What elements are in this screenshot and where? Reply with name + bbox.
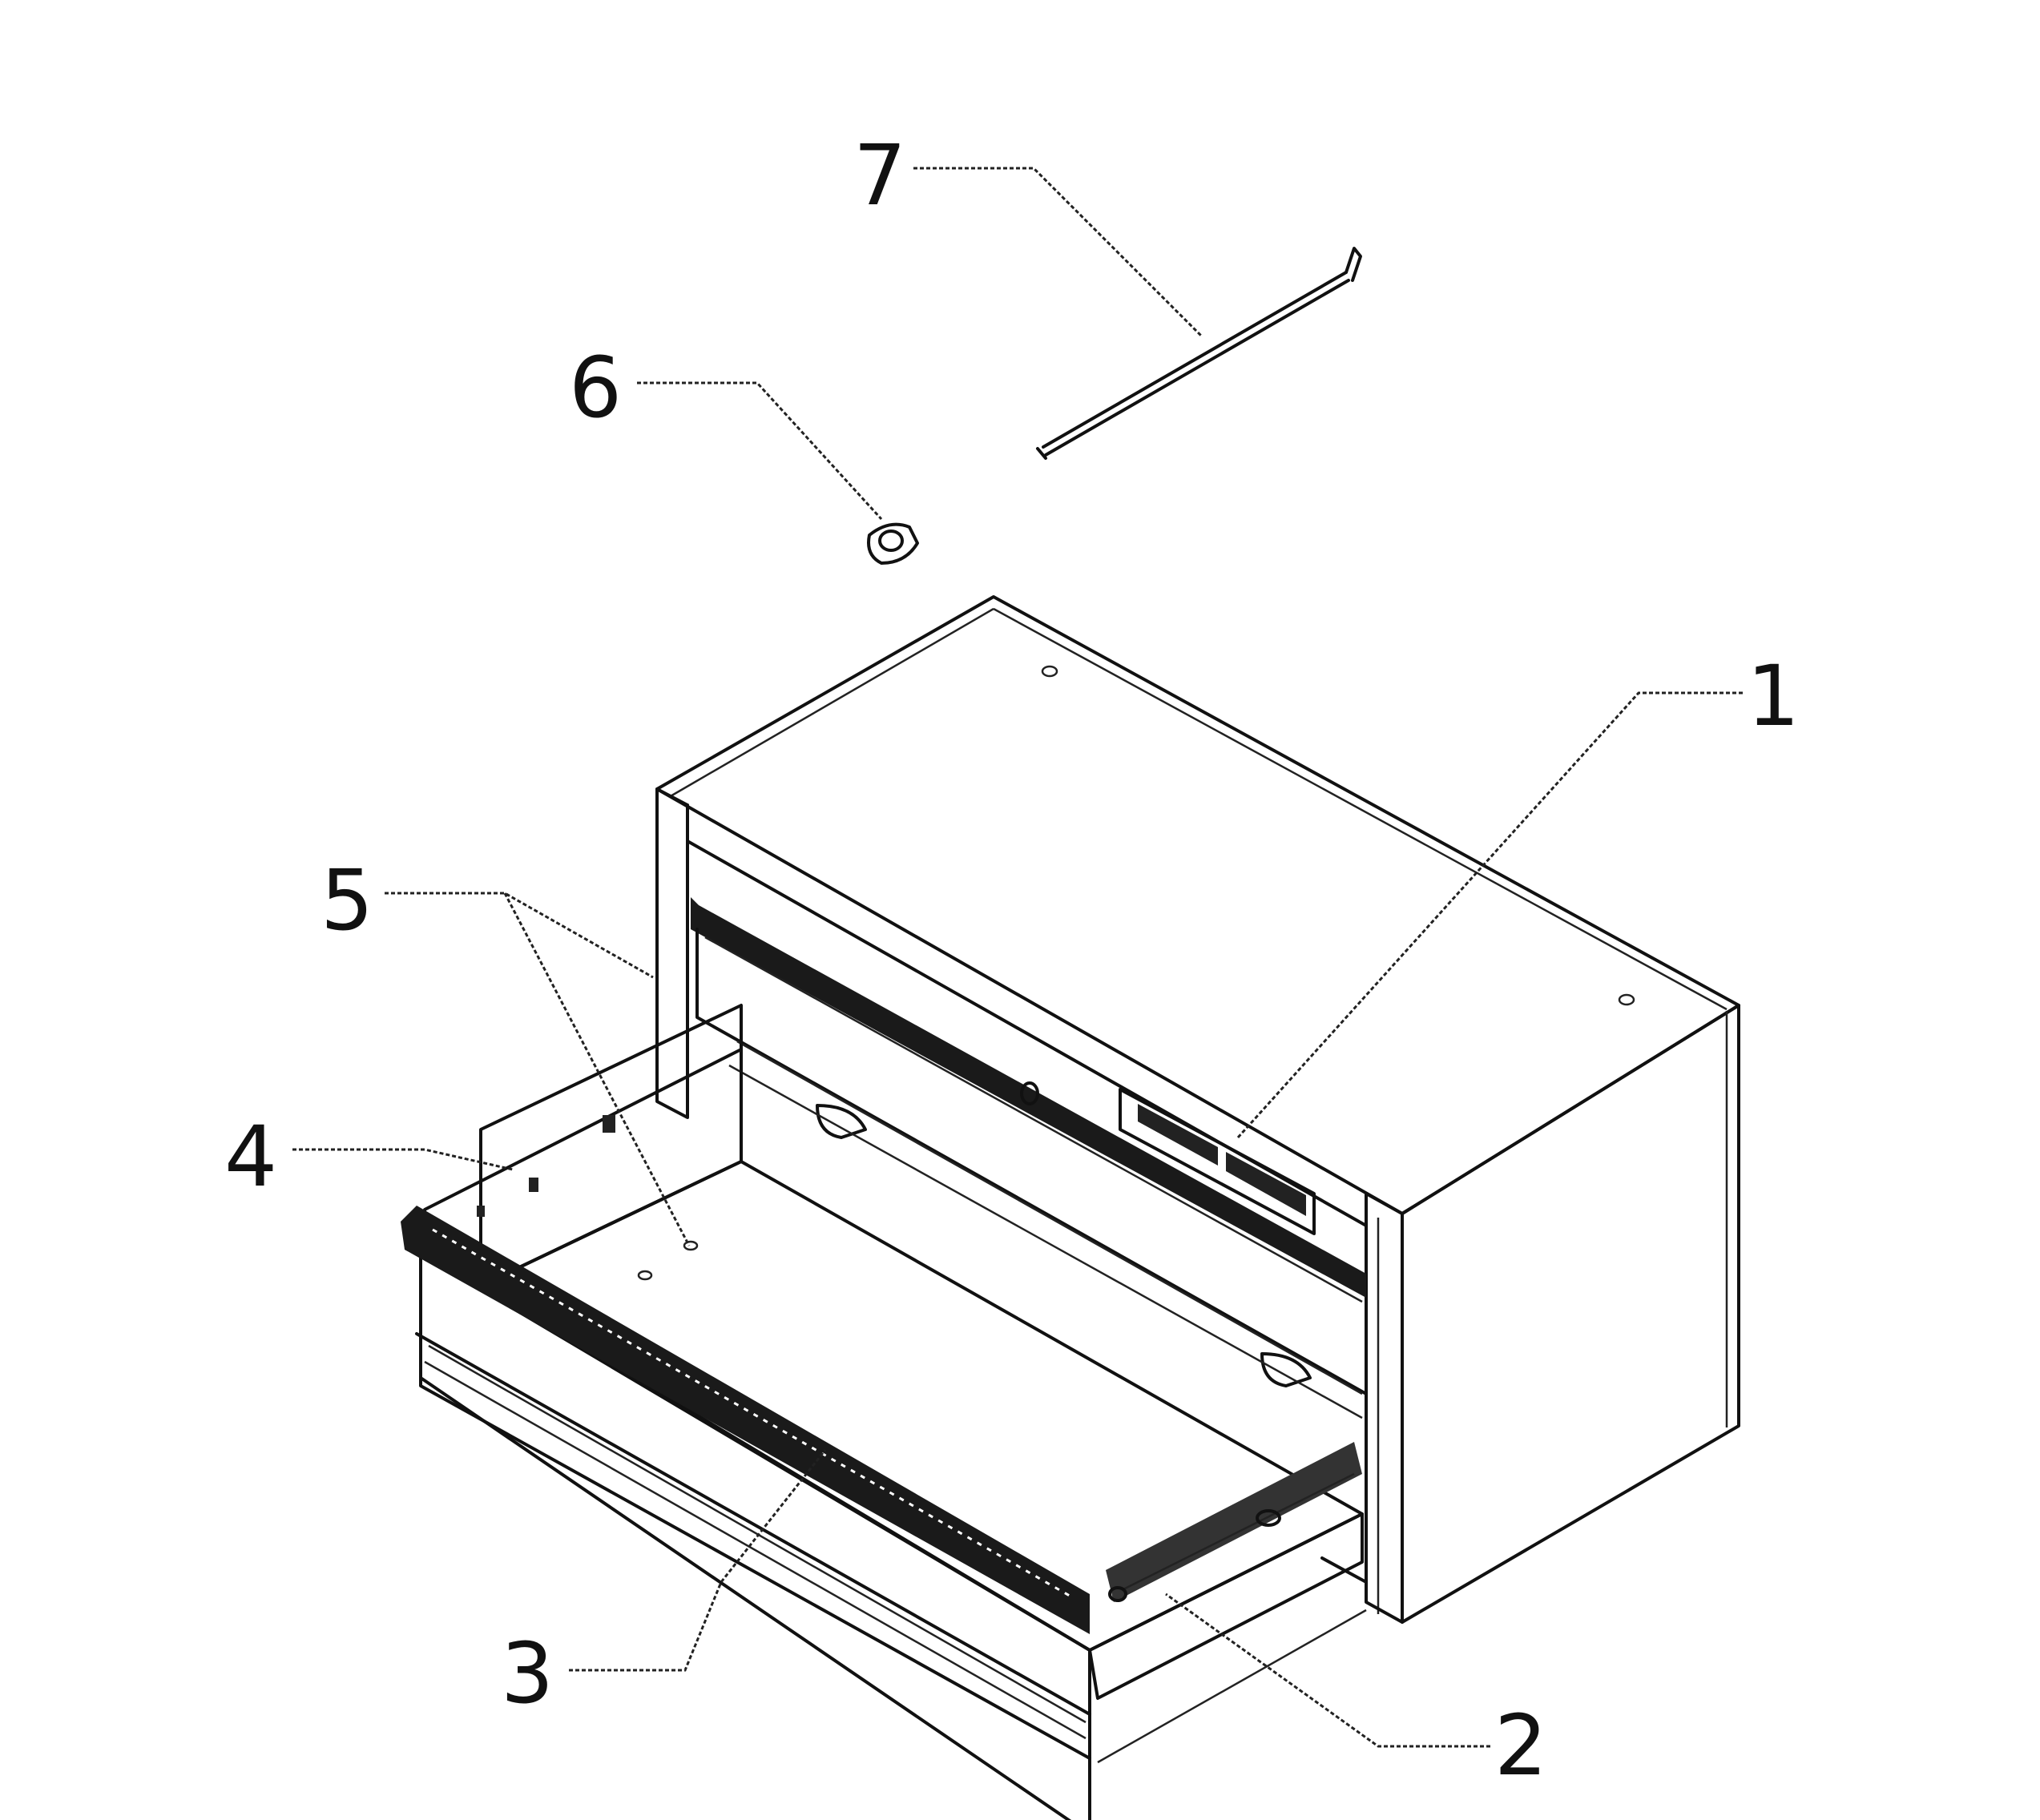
part-label-3: 3 (501, 1625, 554, 1722)
side-hole-icon (603, 1115, 615, 1133)
part-number-labels: 1 2 3 4 5 6 7 (224, 127, 1800, 1794)
leader-lines (292, 167, 1743, 1748)
part-label-2: 2 (1494, 1697, 1547, 1794)
brand-label-plate (1119, 1088, 1316, 1235)
side-hole-icon (529, 1178, 538, 1192)
upper-lock-icon (1020, 1081, 1039, 1105)
knob-part (867, 522, 919, 565)
part-label-6: 6 (569, 339, 622, 437)
upper-drawer-handle-strip (691, 897, 1366, 1298)
part-label-5: 5 (321, 852, 373, 949)
rod-part (1036, 247, 1362, 460)
part-label-7: 7 (853, 127, 906, 224)
side-hole-icon (477, 1206, 485, 1217)
part-label-1: 1 (1747, 647, 1800, 745)
cabinet-body (655, 595, 1740, 1624)
drawer-slide (1106, 1442, 1362, 1602)
drawer-pull-handle (401, 1206, 1090, 1634)
open-drawer (401, 1004, 1367, 1820)
part-label-4: 4 (224, 1108, 277, 1206)
